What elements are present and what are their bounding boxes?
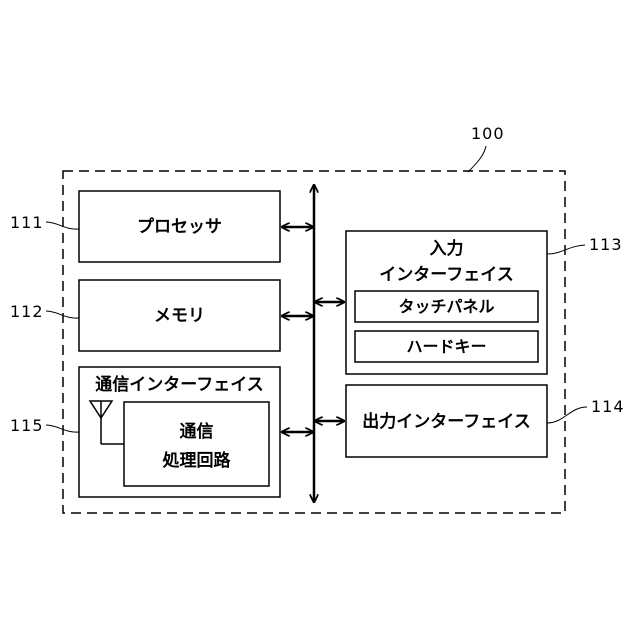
comm-circuit-line2: 処理回路 (162, 450, 232, 471)
ref-114-leader (547, 407, 587, 423)
comm-circuit-box (124, 402, 269, 486)
ref-100-leader (468, 146, 486, 172)
input-if-label-line1: 入力 (430, 238, 464, 259)
touch-panel-label: タッチパネル (398, 297, 494, 316)
input-if-label-line2: インターフェイス (379, 265, 513, 285)
comm-circuit-line1: 通信 (180, 421, 214, 442)
output-if-label: 出力インターフェイス (362, 411, 530, 432)
ref-113-label: 113 (589, 235, 623, 254)
comm-if-label: 通信インターフェイス (95, 374, 263, 395)
ref-112-label: 112 (10, 302, 44, 321)
ref-113-leader (547, 245, 585, 254)
ref-111-label: 111 (10, 213, 44, 232)
ref-115-label: 115 (10, 416, 44, 435)
processor-label: プロセッサ (137, 216, 222, 237)
hard-key-label: ハードキー (406, 337, 486, 356)
ref-114-label: 114 (591, 397, 625, 416)
memory-label: メモリ (154, 306, 205, 326)
ref-100-label: 100 (471, 124, 505, 143)
